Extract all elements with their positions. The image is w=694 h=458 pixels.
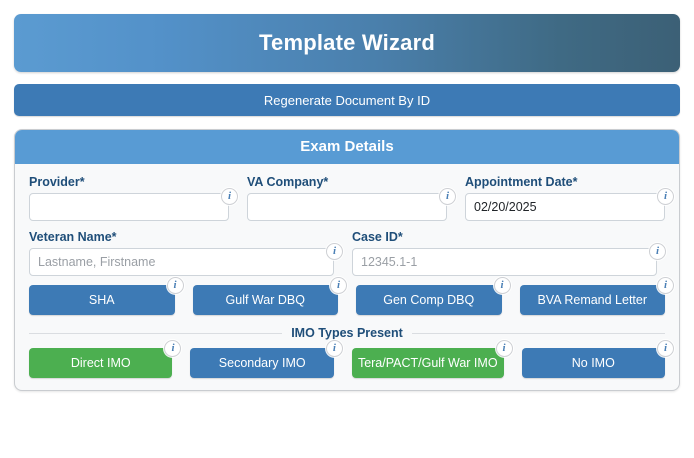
va-company-input[interactable] bbox=[247, 193, 447, 221]
appointment-date-input[interactable] bbox=[465, 193, 665, 221]
field-appointment-date: Appointment Date* i bbox=[465, 175, 674, 221]
doc-button-slot-bva-remand-letter: BVA Remand Letter i bbox=[519, 277, 674, 315]
gen-comp-dbq-button[interactable]: Gen Comp DBQ bbox=[356, 285, 502, 315]
va-company-info-icon[interactable]: i bbox=[439, 188, 456, 205]
gulf-war-dbq-info-icon[interactable]: i bbox=[330, 277, 347, 294]
direct-imo-button[interactable]: Direct IMO bbox=[29, 348, 173, 378]
imo-button-slot-direct-imo: Direct IMO i bbox=[29, 340, 182, 378]
veteran-name-input[interactable] bbox=[29, 248, 334, 276]
exam-details-body: Provider* i VA Company* i Appointment Da… bbox=[15, 164, 679, 390]
divider-rule-right bbox=[411, 332, 666, 334]
appointment-date-info-icon[interactable]: i bbox=[657, 188, 674, 205]
imo-button-slot-secondary-imo: Secondary IMO i bbox=[190, 340, 343, 378]
imo-types-divider: IMO Types Present bbox=[29, 326, 666, 340]
case-id-info-icon[interactable]: i bbox=[649, 243, 666, 260]
direct-imo-info-icon[interactable]: i bbox=[164, 340, 182, 357]
veteran-name-label: Veteran Name* bbox=[29, 230, 117, 244]
case-id-input[interactable] bbox=[352, 248, 657, 276]
page-title: Template Wizard bbox=[259, 30, 435, 55]
divider-rule-left bbox=[29, 332, 283, 334]
provider-info-icon[interactable]: i bbox=[221, 188, 238, 205]
veteran-name-info-icon[interactable]: i bbox=[326, 243, 343, 260]
sha-button[interactable]: SHA bbox=[29, 285, 175, 315]
imo-types-present-label: IMO Types Present bbox=[291, 326, 403, 340]
secondary-imo-info-icon[interactable]: i bbox=[325, 340, 343, 357]
no-imo-button[interactable]: No IMO bbox=[521, 348, 666, 378]
imo-type-button-row: Direct IMO i Secondary IMO i Tera/PACT/G… bbox=[29, 340, 675, 378]
sha-info-icon[interactable]: i bbox=[166, 277, 184, 294]
bva-remand-letter-button[interactable]: BVA Remand Letter bbox=[519, 285, 665, 315]
field-row-2: Veteran Name* i Case ID* i bbox=[29, 230, 666, 276]
gen-comp-dbq-info-icon[interactable]: i bbox=[493, 277, 511, 294]
tera-pact-gulf-war-imo-info-icon[interactable]: i bbox=[495, 340, 513, 357]
field-case-id: Case ID* i bbox=[352, 230, 666, 276]
field-provider: Provider* i bbox=[29, 175, 238, 221]
doc-button-slot-sha: SHA i bbox=[29, 277, 184, 315]
regenerate-document-by-id-button[interactable]: Regenerate Document By ID bbox=[14, 84, 680, 116]
field-va-company: VA Company* i bbox=[247, 175, 456, 221]
no-imo-info-icon[interactable]: i bbox=[657, 340, 675, 357]
imo-button-slot-tera-pact-gulf-war-imo: Tera/PACT/Gulf War IMO i bbox=[351, 340, 513, 378]
imo-button-slot-no-imo: No IMO i bbox=[521, 340, 675, 378]
regenerate-section: Regenerate Document By ID bbox=[14, 84, 680, 116]
doc-button-slot-gulf-war-dbq: Gulf War DBQ i bbox=[192, 277, 347, 315]
document-type-button-row: SHA i Gulf War DBQ i Gen Comp DBQ i BVA … bbox=[29, 277, 674, 315]
tera-pact-gulf-war-imo-button[interactable]: Tera/PACT/Gulf War IMO bbox=[351, 348, 504, 378]
exam-details-card: Exam Details Provider* i VA Company* i A… bbox=[14, 129, 680, 391]
bva-remand-letter-info-icon[interactable]: i bbox=[657, 277, 674, 294]
gulf-war-dbq-button[interactable]: Gulf War DBQ bbox=[192, 285, 338, 315]
provider-input[interactable] bbox=[29, 193, 229, 221]
page-title-banner: Template Wizard bbox=[14, 14, 680, 72]
case-id-label: Case ID* bbox=[352, 230, 403, 244]
field-row-1: Provider* i VA Company* i Appointment Da… bbox=[29, 175, 674, 221]
doc-button-slot-gen-comp-dbq: Gen Comp DBQ i bbox=[356, 277, 511, 315]
exam-details-header: Exam Details bbox=[15, 130, 679, 164]
field-veteran-name: Veteran Name* i bbox=[29, 230, 343, 276]
secondary-imo-button[interactable]: Secondary IMO bbox=[190, 348, 334, 378]
appointment-date-label: Appointment Date* bbox=[465, 175, 578, 189]
va-company-label: VA Company* bbox=[247, 175, 329, 189]
provider-label: Provider* bbox=[29, 175, 85, 189]
